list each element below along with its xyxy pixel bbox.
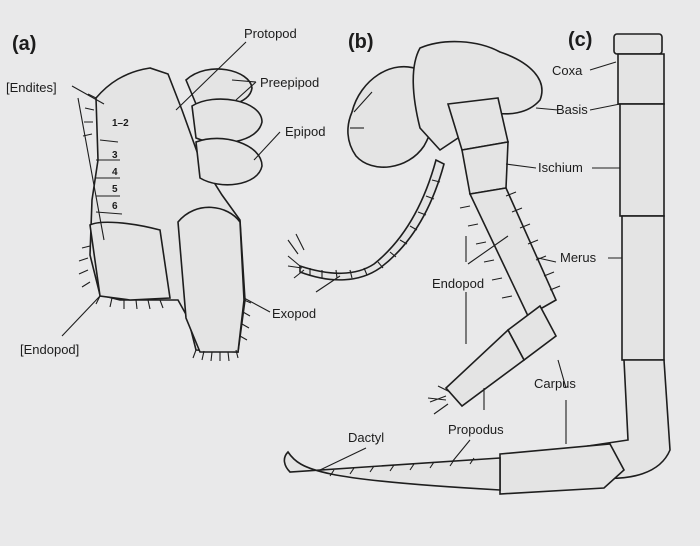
label-protopod: Protopod xyxy=(244,26,297,41)
panel-c-propodus xyxy=(499,443,626,495)
panel-b-protopod-leader xyxy=(353,91,373,113)
panel-label-b: (b) xyxy=(348,31,374,53)
panel-a-endopod-lobe xyxy=(89,221,171,301)
panel-b-merus xyxy=(468,187,558,318)
panel-c-dactyl xyxy=(283,450,501,491)
exopod-leader xyxy=(243,297,271,313)
panel-b-merus-setae xyxy=(459,191,561,299)
panel-c-drawing xyxy=(283,33,671,495)
endite-number-4: 4 xyxy=(112,167,118,178)
panel-a-exopod-setae xyxy=(192,299,252,362)
panel-b-propodus xyxy=(444,328,526,408)
exopod-b-leader xyxy=(315,275,341,293)
coxa-leader xyxy=(589,61,617,71)
label-propodus: Propodus xyxy=(448,422,504,437)
dactyl-leader xyxy=(319,447,367,471)
label-exopod: Exopod xyxy=(272,306,316,321)
panel-c-merus xyxy=(621,215,665,361)
endopod-b-leader xyxy=(465,235,509,344)
label-endopod-a: [Endopod] xyxy=(20,342,79,357)
label-ischium: Ischium xyxy=(538,160,583,175)
panel-b-exopod-setae xyxy=(287,233,305,279)
carpus-leader xyxy=(557,359,567,444)
panel-c-basis-ischium xyxy=(619,103,665,217)
preepipod-leader xyxy=(231,79,257,101)
panel-b-ischium xyxy=(461,141,509,195)
panel-a-endite-dividers xyxy=(95,139,123,215)
panel-c-coxa-cap xyxy=(613,33,663,55)
panel-label-c: (c) xyxy=(568,29,592,51)
panel-b-basis xyxy=(446,97,509,151)
endite-number-5: 5 xyxy=(112,184,118,195)
panel-a-exopod-lobe xyxy=(177,206,245,353)
panel-b-drawing xyxy=(287,40,561,415)
panel-b-exopod-rings xyxy=(309,179,441,279)
panel-c-dactyl-teeth xyxy=(329,457,475,477)
endopod-a-leader xyxy=(61,295,101,337)
endites-leader xyxy=(71,85,105,241)
panel-label-a: (a) xyxy=(12,33,36,55)
label-preepipod: Preepipod xyxy=(260,75,319,90)
endite-number-1-2: 1–2 xyxy=(112,118,129,129)
panel-b-protopod xyxy=(412,40,543,152)
basis-leader xyxy=(535,103,621,111)
label-endites: [Endites] xyxy=(6,80,57,95)
propodus-leader xyxy=(451,388,485,463)
panel-b-dactyl-setae xyxy=(427,385,451,415)
panel-c-coxa xyxy=(617,53,665,105)
panel-b-exopod-flagellum xyxy=(299,158,445,281)
panel-a-epipod-lobe-2 xyxy=(195,137,263,186)
ischium-leader xyxy=(505,163,620,169)
label-coxa: Coxa xyxy=(552,63,583,78)
label-epipod: Epipod xyxy=(285,124,325,139)
panel-a-epipod-lobe-1 xyxy=(191,98,263,144)
epipod-a-leader xyxy=(253,131,281,161)
endite-number-3: 3 xyxy=(112,150,118,161)
protopod-leader xyxy=(175,41,247,111)
label-carpus: Carpus xyxy=(534,376,576,391)
label-merus: Merus xyxy=(560,250,597,265)
label-basis: Basis xyxy=(556,102,588,117)
label-dactyl: Dactyl xyxy=(348,430,384,445)
endite-number-6: 6 xyxy=(112,201,118,212)
panel-a-drawing xyxy=(61,41,281,362)
label-endopod-b: Endopod xyxy=(432,276,484,291)
panel-a-setae xyxy=(78,93,164,310)
merus-leader xyxy=(537,257,622,263)
